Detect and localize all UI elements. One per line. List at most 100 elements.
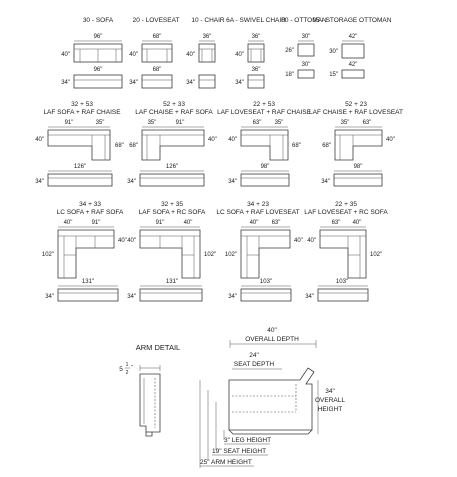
config-code: 34 + 33 — [79, 201, 101, 208]
unit-width-bottom: 68" — [153, 67, 162, 73]
overall-depth-value: 40" — [267, 327, 277, 334]
chaise-22-53: 22 + 53 LAF LOVESEAT + RAF CHAISE 63" 35… — [217, 101, 312, 187]
unit-chair: 10 - CHAIR 36" 40" 34" — [186, 17, 225, 89]
dim-height: 34" — [228, 294, 237, 300]
sectional-22-35: 22 + 35 LAF LOVESEAT + RC SOFA 63" 40" 4… — [304, 201, 388, 302]
dim-right-width: 35" — [275, 120, 284, 126]
seat-depth-label: SEAT DEPTH — [234, 361, 275, 368]
sectional-32-35: 32 + 35 LAF SOFA + RC SOFA 91" 40" 40" 1… — [127, 201, 216, 302]
unit-depth: 40" — [61, 52, 70, 58]
config-code: 32 + 35 — [161, 201, 183, 208]
unit-width-top: 30" — [302, 34, 311, 40]
unit-height: 34" — [129, 80, 138, 86]
config-code: 22 + 35 — [335, 201, 357, 208]
config-desc: LAF SOFA + RC SOFA — [139, 209, 206, 216]
unit-depth: 40" — [235, 52, 244, 58]
sectional-34-33: 34 + 33 LC SOFA + RAF SOFA 40" 91" 40" 1… — [42, 201, 127, 302]
dim-overall: 98" — [354, 164, 363, 170]
config-code: 22 + 53 — [253, 101, 275, 108]
config-code: 52 + 33 — [163, 101, 185, 108]
dim-overall: 103" — [336, 279, 348, 285]
leg-height: 3" LEG HEIGHT — [224, 437, 271, 444]
dim-height: 34" — [228, 179, 237, 185]
dim-loveseat: 63" — [272, 220, 281, 226]
dim-overall: 131" — [166, 279, 178, 285]
unit-title: 00 - OTTOMAN — [281, 17, 327, 24]
seat-depth-value: 24" — [249, 352, 259, 359]
dim-height: 34" — [321, 179, 330, 185]
unit-ottoman: 00 - OTTOMAN 30" 26" 30" 18" — [281, 17, 327, 79]
dim-right-width: 91" — [176, 120, 185, 126]
sectional-34-23: 34 + 23 LC SOFA + RAF LOVESEAT 40" 63" 4… — [216, 201, 303, 302]
unit-depth: 40" — [129, 52, 138, 58]
arm-detail: ARM DETAIL 5 1 2 " — [119, 343, 180, 437]
unit-width-bottom: 30" — [302, 62, 311, 68]
config-desc: LAF LOVESEAT + RC SOFA — [304, 209, 388, 216]
dim-chaise-length: 68" — [292, 143, 301, 149]
dim-corner: 40" — [64, 220, 73, 226]
config-desc: LC SOFA + RAF SOFA — [57, 209, 124, 216]
config-desc: LAF CHAISE + RAF SOFA — [135, 109, 213, 116]
overall-depth-label: OVERALL DEPTH — [245, 336, 299, 343]
unit-width-top: 96" — [94, 34, 103, 40]
config-desc: LAF CHAISE + RAF LOVESEAT — [309, 109, 403, 116]
dim-length: 102" — [225, 252, 237, 258]
dim-loveseat: 63" — [332, 220, 341, 226]
seat-height: 19" SEAT HEIGHT — [212, 448, 266, 455]
unit-width-top: 36" — [203, 34, 212, 40]
dim-depth: 40" — [307, 238, 316, 244]
dim-length: 102" — [370, 252, 382, 258]
dim-right-width: 63" — [363, 120, 372, 126]
dim-left-width: 63" — [253, 120, 262, 126]
arm-width-whole: 5 — [119, 366, 123, 373]
dim-left-width: 35" — [148, 120, 157, 126]
chaise-52-23: 52 + 23 LAF CHAISE + RAF LOVESEAT 35" 63… — [309, 101, 403, 187]
unit-swivel-chair: 6A - SWIVEL CHAIR 36" 40" 36" 34" — [226, 17, 286, 89]
unit-depth: 40" — [186, 52, 195, 58]
unit-depth: 30" — [329, 49, 338, 55]
dim-overall: 98" — [261, 164, 270, 170]
dim-overall: 126" — [74, 164, 86, 170]
dim-depth: 40" — [386, 137, 395, 143]
arm-width-numerator: 1 — [126, 362, 129, 368]
unit-width-top: 42" — [349, 34, 358, 40]
overall-height-label-2: HEIGHT — [318, 406, 343, 413]
unit-title: 30 - SOFA — [83, 17, 114, 24]
config-code: 52 + 23 — [345, 101, 367, 108]
dim-overall: 126" — [166, 164, 178, 170]
unit-sofa: 30 - SOFA 96" 40" 96" 34" — [61, 17, 123, 89]
unit-height: 34" — [61, 80, 70, 86]
config-desc: LAF LOVESEAT + RAF CHAISE — [217, 109, 312, 116]
unit-depth: 26" — [285, 48, 294, 54]
dim-height: 34" — [45, 294, 54, 300]
dim-depth: 40" — [228, 137, 237, 143]
unit-title: 10 - CHAIR — [191, 17, 225, 24]
dim-chaise-length: 68" — [115, 143, 124, 149]
config-code: 34 + 23 — [247, 201, 269, 208]
unit-width-bottom: 42" — [349, 62, 358, 68]
config-code: 32 + 53 — [71, 101, 93, 108]
dim-overall: 131" — [82, 279, 94, 285]
unit-loveseat: 20 - LOVESEAT 68" 40" 68" 34" — [129, 17, 180, 89]
dim-height: 34" — [35, 179, 44, 185]
dim-corner: 40" — [184, 220, 193, 226]
arm-width-denominator: 2 — [126, 370, 129, 376]
unit-title: 05 - STORAGE OTTOMAN — [313, 17, 392, 24]
dim-chaise-length: 68" — [322, 143, 331, 149]
dim-corner: 40" — [353, 220, 362, 226]
dim-depth: 40" — [118, 238, 127, 244]
dim-height: 34" — [305, 294, 314, 300]
dim-sofa: 91" — [156, 220, 165, 226]
dim-length: 102" — [42, 252, 54, 258]
unit-height: 15" — [329, 72, 338, 78]
dim-overall: 103" — [260, 279, 272, 285]
config-desc: LC SOFA + RAF LOVESEAT — [216, 209, 299, 216]
unit-title: 20 - LOVESEAT — [133, 17, 180, 24]
dim-height: 34" — [127, 179, 136, 185]
dim-depth: 40" — [127, 238, 136, 244]
overall-height-value: 34" — [325, 388, 335, 395]
dim-chaise-length: 68" — [129, 143, 138, 149]
chaise-52-33: 52 + 33 LAF CHAISE + RAF SOFA 35" 91" 68… — [127, 101, 217, 187]
dim-left-width: 91" — [65, 120, 74, 126]
